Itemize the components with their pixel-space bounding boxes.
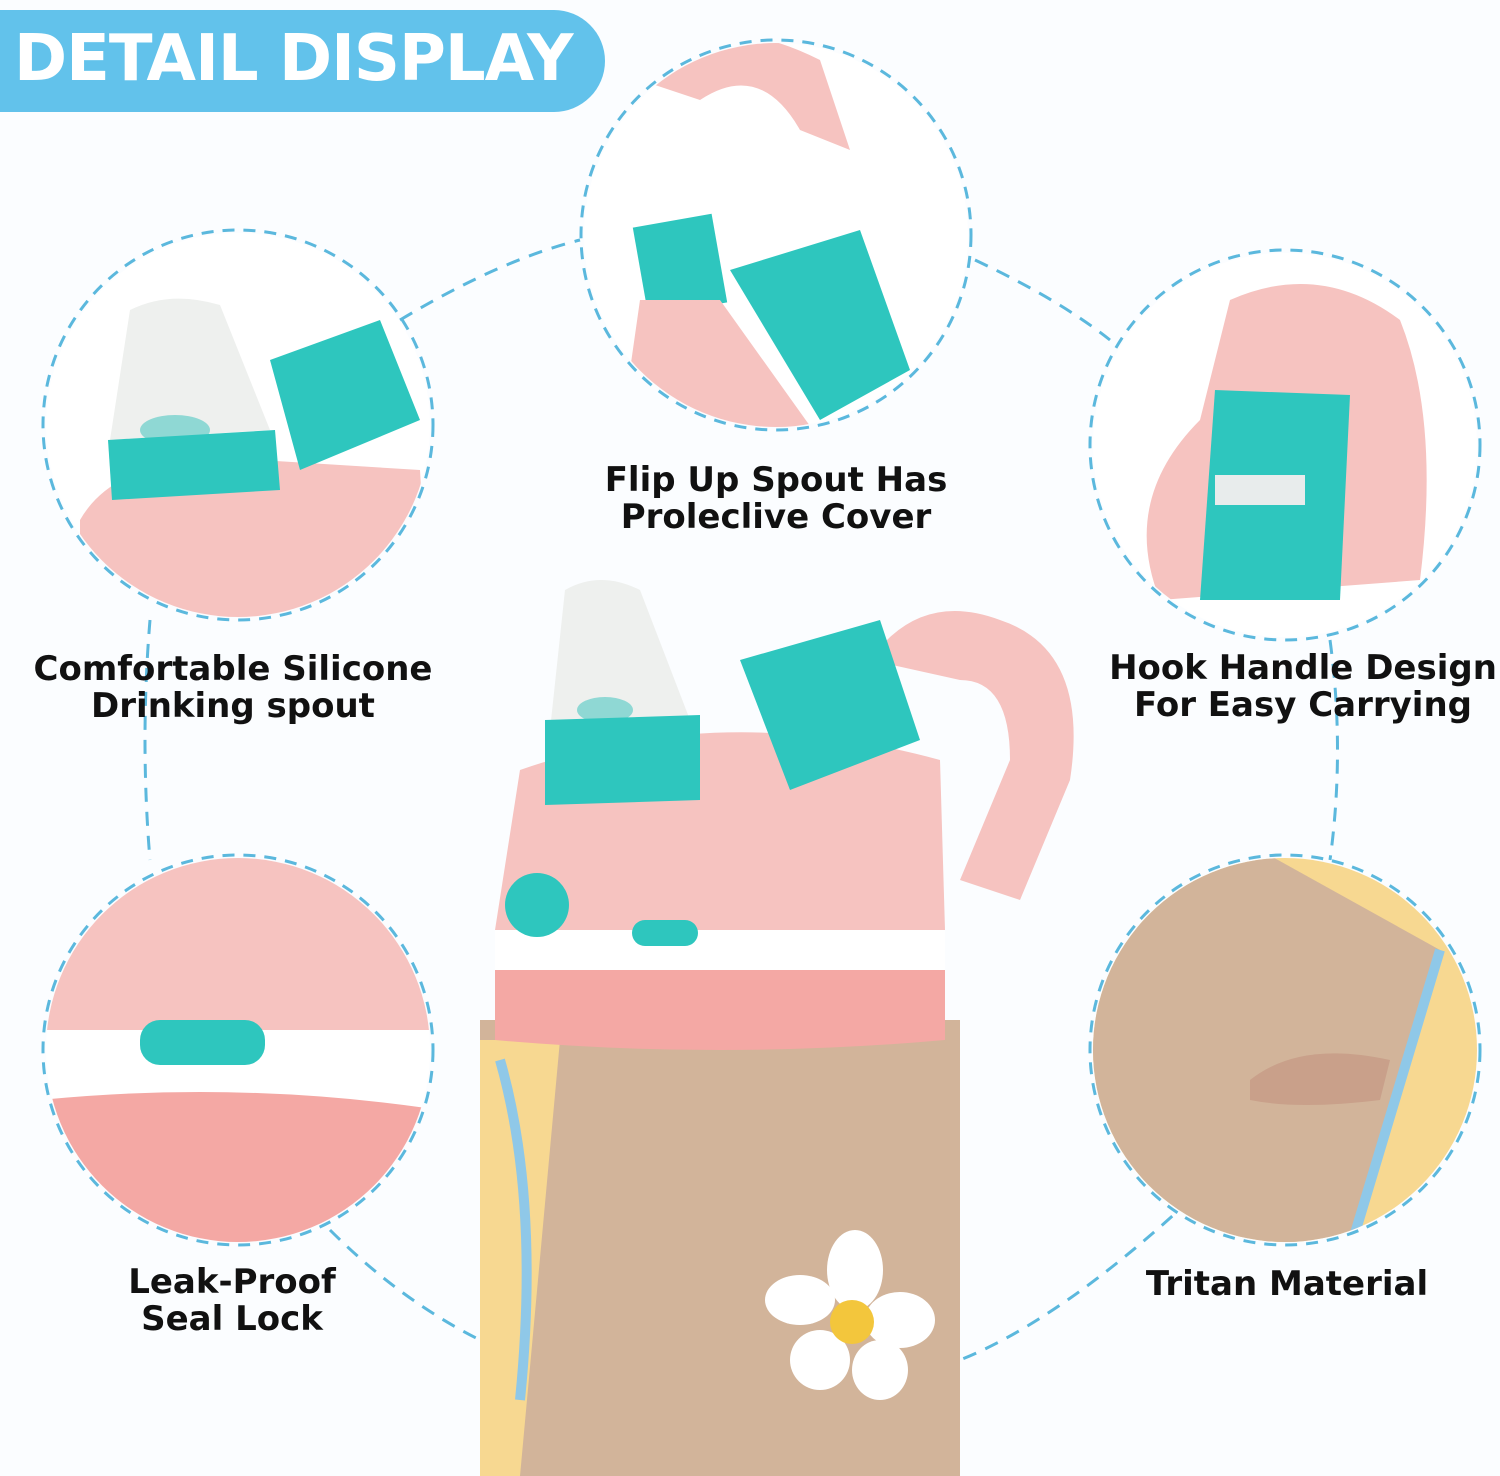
feature-label-seal-lock: Leak-Proof Seal Lock	[128, 1264, 336, 1338]
header-banner: DETAIL DISPLAY	[0, 10, 605, 112]
feature-label-silicone-spout: Comfortable Silicone Drinking spout	[34, 651, 433, 725]
bottle-main	[480, 580, 1074, 1476]
feature-line: For Easy Carrying	[1133, 685, 1472, 725]
feature-label-tritan: Tritan Material	[1146, 1266, 1428, 1303]
feature-line: Flip Up Spout Has	[604, 460, 948, 500]
feature-line: Leak-Proof	[128, 1262, 336, 1302]
feature-line: Hook Handle Design	[1109, 648, 1497, 688]
feature-line: Tritan Material	[1145, 1264, 1429, 1304]
connector-lines	[143, 238, 1339, 1362]
detail-circle-tritan-material	[1088, 853, 1482, 1247]
page-title: DETAIL DISPLAY	[14, 22, 573, 96]
feature-line: Seal Lock	[141, 1299, 323, 1339]
detail-circle-flip-spout	[579, 38, 973, 432]
feature-line: Comfortable Silicone	[33, 649, 433, 689]
feature-line: Proleclive Cover	[620, 497, 932, 537]
feature-label-hook-handle: Hook Handle Design For Easy Carrying	[1109, 650, 1497, 724]
feature-line: Drinking spout	[91, 686, 375, 726]
detail-circle-seal-lock	[41, 853, 435, 1247]
detail-circle-silicone-spout	[41, 228, 435, 622]
detail-circle-hook-handle	[1088, 248, 1482, 642]
feature-label-flip-spout: Flip Up Spout Has Proleclive Cover	[605, 462, 948, 536]
flower-icon	[765, 1230, 935, 1400]
